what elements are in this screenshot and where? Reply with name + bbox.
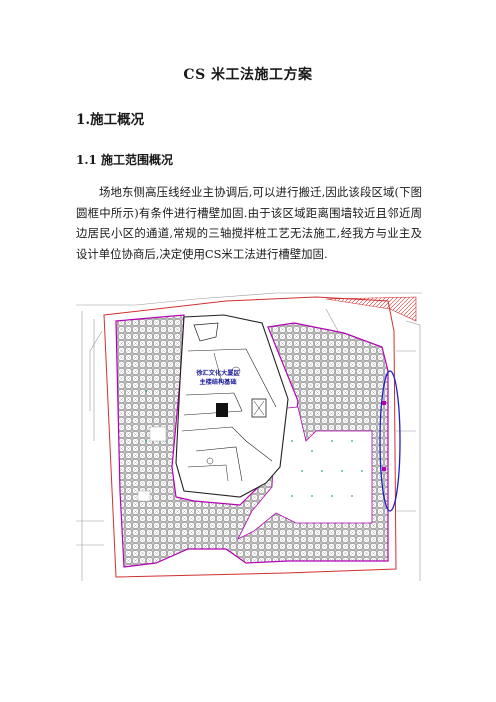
site-boundary-red (103, 296, 397, 578)
body-paragraph: 场地东侧高压线经业主协调后,可以进行搬迁,因此该段区域(下图圆框中所示)有条件进… (76, 185, 422, 261)
site-plan-drawing: 徐汇文化大厦区 主楼结构基础 (76, 291, 422, 587)
building-label-line1: 徐汇文化大厦区 (195, 369, 240, 377)
site-plan-svg: 徐汇文化大厦区 主楼结构基础 (76, 292, 422, 581)
building-label-line2: 主楼结构基础 (199, 378, 236, 386)
edge-markers (382, 401, 386, 471)
context-lines (76, 292, 422, 581)
grid-markers (145, 390, 363, 497)
open-pit-area (237, 406, 373, 540)
subsection-heading: 1.1 施工范围概况 (76, 153, 174, 167)
document-title: CS 米工法施工方案 (183, 67, 313, 83)
main-building (175, 314, 289, 498)
section-heading: 1.施工概况 (76, 112, 145, 128)
reinforcement-zone-ellipse (379, 370, 401, 512)
